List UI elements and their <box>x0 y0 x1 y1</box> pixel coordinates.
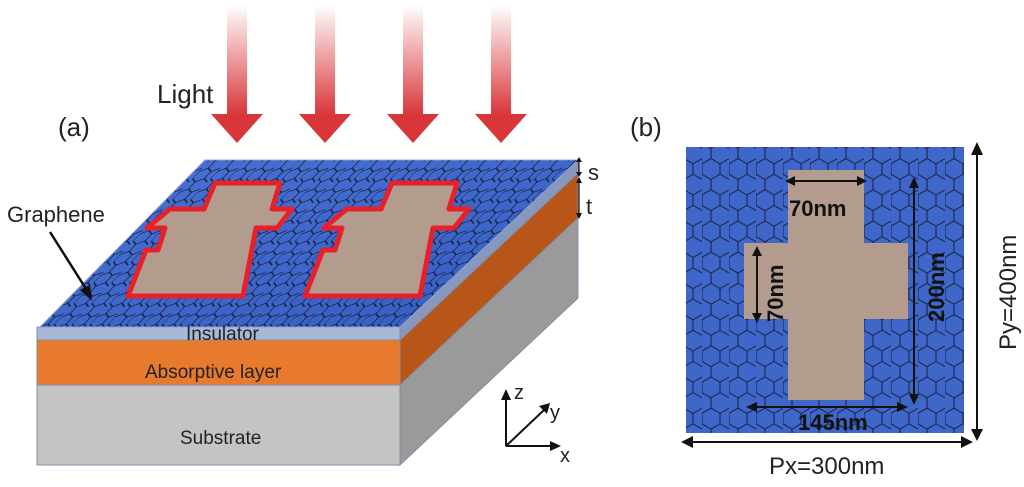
thickness-t-marker <box>576 177 582 219</box>
graphene-label: Graphene <box>7 202 105 227</box>
cross-top-view <box>744 170 908 400</box>
panel-a-label: (a) <box>58 112 90 142</box>
light-arrow-4 <box>475 5 527 143</box>
axis-z-label: z <box>514 382 524 404</box>
thickness-s-marker <box>576 157 582 177</box>
graphene-pointer-arrow <box>48 231 92 301</box>
axes-triad <box>501 389 561 451</box>
dim-period-x-arrow <box>681 436 973 448</box>
substrate-block <box>36 216 579 467</box>
dim-period-y-arrow <box>971 142 983 441</box>
light-arrows <box>211 5 527 143</box>
dim-arm-height-label: 70nm <box>763 265 788 322</box>
dim-period-x-label: Px=300nm <box>769 453 884 480</box>
dim-period-y-label: Py=400nm <box>995 235 1022 350</box>
axis-y-label: y <box>550 402 560 424</box>
dim-cross-width-label: 145nm <box>798 410 868 435</box>
cross-right <box>302 180 472 299</box>
substrate-label: Substrate <box>180 428 261 449</box>
light-arrow-1 <box>211 5 263 143</box>
light-label: Light <box>157 79 214 109</box>
cross-left <box>125 180 295 299</box>
panel-a: (a) Light <box>7 5 599 467</box>
dim-cross-width-arrow <box>746 402 908 412</box>
light-arrow-2 <box>299 5 351 143</box>
dim-arm-height-arrow <box>752 246 762 323</box>
panel-b-label: (b) <box>630 112 662 142</box>
absorptive-label: Absorptive layer <box>145 362 282 383</box>
dim-cross-height-label: 200nm <box>924 252 949 322</box>
dim-cross-height-arrow <box>909 177 919 405</box>
axis-x-label: x <box>560 445 570 467</box>
dim-arm-width-label: 70nm <box>789 196 846 221</box>
thickness-t-label: t <box>586 194 592 219</box>
light-arrow-3 <box>387 5 439 143</box>
panel-b: (b) 70nm 70nm 200nm <box>630 112 1022 480</box>
dim-arm-width-arrow <box>785 176 867 186</box>
thickness-s-label: s <box>588 160 599 185</box>
insulator-label: Insulator <box>186 324 260 345</box>
